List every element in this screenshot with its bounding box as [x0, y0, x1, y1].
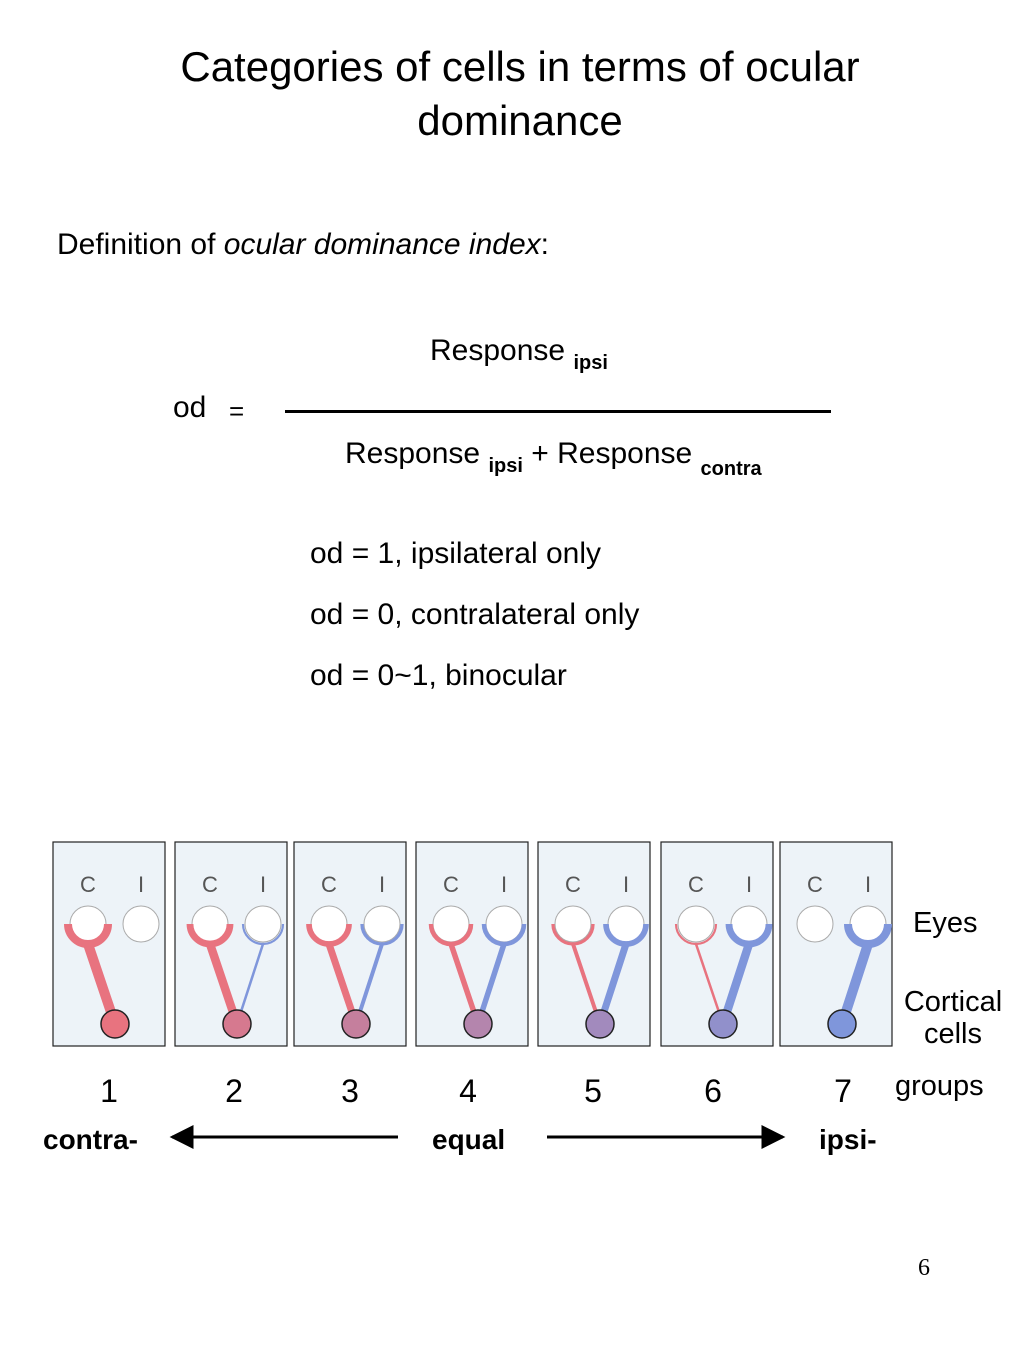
contra-retina-arc	[306, 923, 352, 947]
eye-label-ipsi: I	[501, 872, 507, 897]
eye-label-ipsi: I	[260, 872, 266, 897]
cortical-cell-3	[341, 1009, 371, 1039]
eyes-label: Eyes	[913, 907, 978, 939]
scale-ipsi-label: ipsi-	[819, 1124, 877, 1155]
ipsi-retina-arc	[360, 923, 404, 946]
cortical-cell-1	[100, 1009, 130, 1039]
denominator-subscript-ipsi: ipsi	[488, 455, 523, 477]
ipsi-retina-arc	[725, 923, 773, 948]
scale-contra-label: contra-	[43, 1124, 138, 1155]
contra-retina-arc	[64, 923, 112, 948]
eye-label-contra: C	[807, 872, 823, 897]
contra-retina-arc	[428, 923, 474, 947]
contra-eye	[796, 905, 834, 943]
group-number-1: 1	[100, 1073, 118, 1109]
case-ipsilateral: od = 1, ipsilateral only	[310, 537, 602, 570]
group-number-4: 4	[459, 1073, 477, 1109]
eye-label-ipsi: I	[746, 872, 752, 897]
page-number: 6	[918, 1255, 930, 1281]
ipsi-retina-arc	[603, 923, 649, 947]
groups-label: groups	[895, 1070, 984, 1102]
eye-label-contra: C	[688, 872, 704, 897]
group-number-6: 6	[704, 1073, 722, 1109]
cortical-label-line1: Cortical	[903, 986, 1003, 1018]
ipsi-retina-arc	[481, 923, 527, 947]
group-number-7: 7	[834, 1073, 852, 1109]
contra-retina-arc	[674, 923, 718, 946]
ipsi-retina-arc	[241, 923, 285, 946]
group-number-3: 3	[341, 1073, 359, 1109]
case-binocular: od = 0~1, binocular	[310, 659, 567, 692]
cortical-cell-5	[585, 1009, 615, 1039]
definition-line: Definition of ocular dominance index:	[57, 228, 549, 262]
formula-equals: =	[229, 396, 245, 426]
cortical-cells-label: Cortical cells	[901, 986, 1005, 1050]
cortical-cell-2	[222, 1009, 252, 1039]
cortical-label-line2: cells	[923, 1018, 982, 1050]
scale-equal-label: equal	[432, 1124, 506, 1155]
formula-denominator: Response ipsi + Response contra	[345, 437, 762, 480]
formula-lhs: od	[173, 391, 207, 424]
denominator-word-contra: Response	[557, 437, 693, 470]
contra-eye	[677, 905, 715, 943]
cortical-cell-7	[827, 1009, 857, 1039]
denominator-subscript-contra: contra	[700, 458, 762, 480]
case-contralateral: od = 0, contralateral only	[310, 598, 640, 631]
eye-label-ipsi: I	[865, 872, 871, 897]
slide-title: Categories of cells in terms of ocular d…	[180, 43, 860, 144]
eye-label-ipsi: I	[138, 872, 144, 897]
formula-numerator: Response ipsi	[430, 334, 608, 374]
group-number-5: 5	[584, 1073, 602, 1109]
numerator-subscript: ipsi	[573, 352, 608, 374]
contra-retina-arc	[551, 923, 595, 946]
ipsi-retina-arc	[844, 923, 892, 948]
group-number-2: 2	[225, 1073, 243, 1109]
eye-label-contra: C	[565, 872, 581, 897]
denominator-word-ipsi: Response	[345, 437, 481, 470]
contra-eye	[554, 905, 592, 943]
definition-term: ocular dominance index	[223, 228, 541, 261]
eye-label-contra: C	[443, 872, 459, 897]
ipsi-eye	[363, 905, 401, 943]
cortical-cell-4	[463, 1009, 493, 1039]
eye-label-ipsi: I	[379, 872, 385, 897]
eye-label-contra: C	[321, 872, 337, 897]
fraction-line	[285, 410, 831, 413]
definition-suffix: :	[540, 228, 549, 261]
numerator-word: Response	[430, 334, 566, 367]
definition-prefix: Definition of	[57, 228, 224, 261]
eye-label-ipsi: I	[623, 872, 629, 897]
ipsi-eye	[244, 905, 282, 943]
cortical-cell-6	[708, 1009, 738, 1039]
eye-label-contra: C	[202, 872, 218, 897]
contra-retina-arc	[186, 923, 234, 948]
eye-label-contra: C	[80, 872, 96, 897]
denominator-plus: +	[531, 437, 549, 470]
ipsi-eye	[122, 905, 160, 943]
